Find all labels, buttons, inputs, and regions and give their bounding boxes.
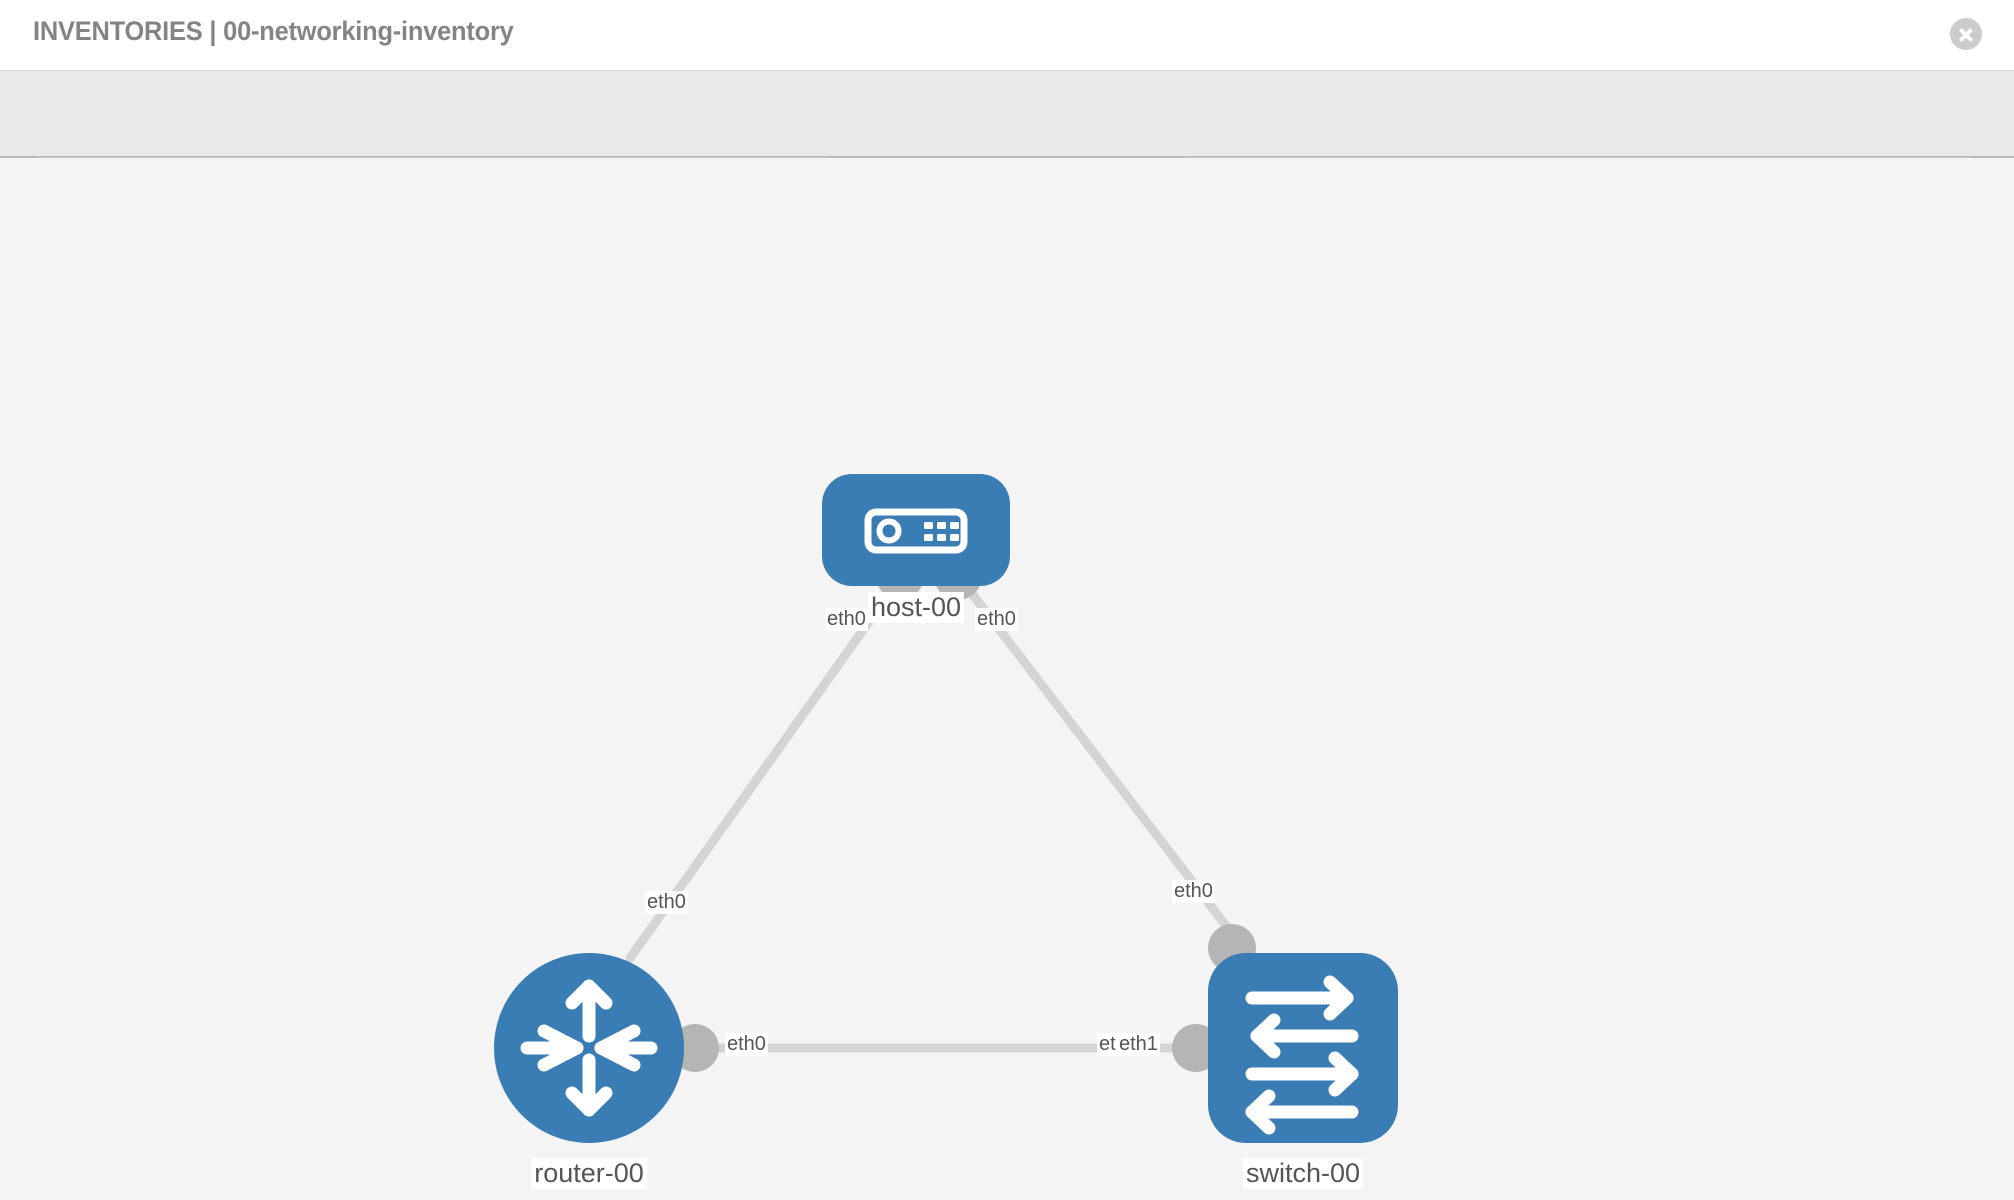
node-label-host-00[interactable]: host-00 bbox=[867, 592, 965, 623]
node-router-00 bbox=[494, 953, 684, 1143]
topology-edges bbox=[625, 573, 1248, 1053]
topology-graph bbox=[494, 474, 1398, 1143]
node-label-router-00[interactable]: router-00 bbox=[531, 1158, 647, 1189]
node-switch-00 bbox=[1208, 953, 1398, 1143]
switch-icon bbox=[1245, 975, 1359, 1135]
window-header: INVENTORIES | 00-networking-inventory bbox=[0, 0, 2014, 70]
close-icon[interactable] bbox=[1950, 18, 1982, 50]
node-label-switch-00[interactable]: switch-00 bbox=[1242, 1158, 1364, 1189]
page-title: INVENTORIES | 00-networking-inventory bbox=[33, 16, 514, 46]
topology-canvas[interactable]: host-00 router-00 switch-00 eth0 eth0 et… bbox=[0, 158, 2014, 1200]
server-icon bbox=[864, 508, 968, 554]
toolbar: ACTIONS SEARCH bbox=[0, 70, 2014, 213]
edge-label-switch-eth1: eth1 bbox=[1117, 1033, 1160, 1056]
topology-ports bbox=[671, 552, 1256, 1072]
router-icon bbox=[520, 979, 658, 1117]
edge-label-router-eth0-uplink: eth0 bbox=[645, 891, 688, 914]
edge-label-switch-eth0-uplink: eth0 bbox=[1172, 880, 1215, 903]
edge-label-host-eth0-left: eth0 bbox=[825, 608, 868, 631]
edge-label-host-eth0-right: eth0 bbox=[975, 608, 1018, 631]
node-host-00 bbox=[822, 474, 1010, 586]
edge-label-router-eth0: eth0 bbox=[725, 1033, 768, 1056]
